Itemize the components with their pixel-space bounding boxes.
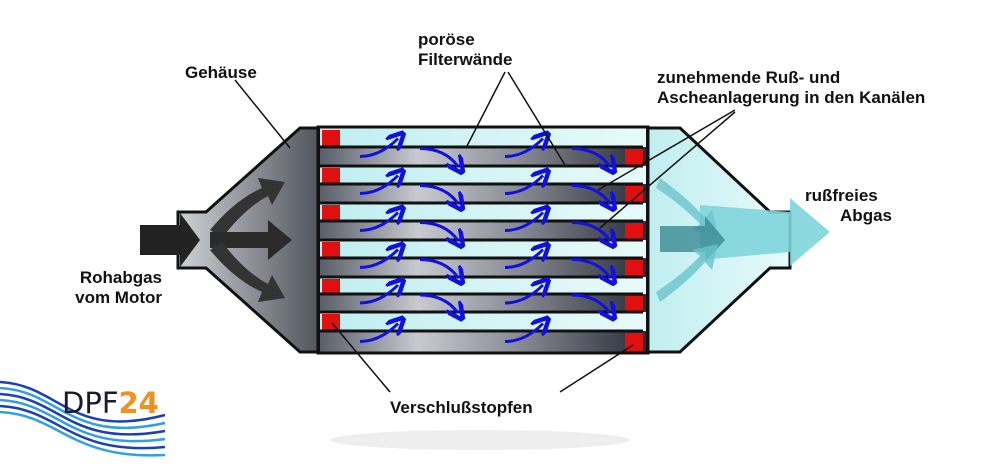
logo-wave [0, 410, 166, 457]
soot-channel [320, 331, 646, 352]
raw-gas-arrow-down [210, 242, 285, 302]
plug-right [625, 260, 643, 276]
logo-wave [0, 392, 166, 436]
gas-flow-arrows [140, 178, 830, 302]
label-deposits-1: zunehmende Ruß- und [657, 68, 841, 87]
raw-gas-arrow-mid [210, 220, 292, 260]
label-raw-gas-2: vom Motor [75, 288, 162, 307]
soot-channel [320, 221, 646, 240]
flow-arrow [419, 147, 458, 167]
label-porous-walls-1: poröse [418, 30, 475, 49]
logo-text-24: 24 [118, 386, 159, 420]
flow-arrow [359, 324, 398, 343]
label-raw-gas-1: Rohabgas [79, 268, 162, 287]
housing-outline [316, 125, 650, 355]
soot-channel [320, 184, 646, 203]
clean-gas-arrow-up [656, 178, 718, 236]
plug-right [625, 149, 643, 165]
soot-channel [320, 294, 646, 312]
raw-gas-arrow [140, 213, 200, 267]
leader-lines [234, 71, 736, 393]
flow-arrow [419, 293, 458, 313]
flow-arrow [504, 213, 543, 232]
clean-gas-arrow [700, 198, 830, 266]
flow-arrow [359, 176, 398, 195]
plug-right [625, 186, 643, 202]
label-clean-gas-2: Abgas [840, 206, 892, 225]
logo-wave [0, 380, 166, 423]
flow-arrow [359, 139, 398, 158]
label-housing: Gehäuse [185, 63, 257, 82]
plug-left [322, 242, 340, 257]
plug-right [625, 223, 643, 239]
flow-arrow [419, 221, 458, 241]
flow-arrow [419, 258, 458, 278]
clean-channel [320, 240, 646, 258]
flow-arrow [504, 324, 543, 343]
flow-arrow [571, 258, 610, 278]
label-clean-gas-1: rußfreies [805, 186, 878, 205]
filter-core [320, 128, 646, 352]
logo-wave [0, 404, 166, 450]
flow-arrow [359, 250, 398, 269]
logo-text-dpf: DPF [62, 386, 119, 420]
clean-gas-arrow-down [656, 244, 718, 302]
label-plugs: Verschlußstopfen [390, 398, 533, 417]
clean-channel [320, 312, 646, 331]
plug-left [322, 205, 340, 220]
dpf24-logo: DPF24 [62, 386, 159, 420]
floor-shadow [330, 430, 630, 450]
plug-left [322, 130, 340, 146]
clean-channel [320, 128, 646, 147]
flow-arrow [571, 184, 610, 204]
raw-gas-arrow-up [210, 178, 285, 238]
flow-arrow [504, 176, 543, 195]
clean-channel [320, 277, 646, 294]
soot-channel [320, 147, 646, 166]
flow-arrow [359, 285, 398, 305]
plug-left [322, 279, 340, 293]
logo-wave [0, 398, 166, 443]
flow-arrow [571, 293, 610, 313]
plug-right [625, 296, 643, 311]
flow-arrow [504, 250, 543, 269]
flow-arrow [504, 139, 543, 158]
flow-arrow [504, 285, 543, 305]
soot-channel [320, 258, 646, 277]
clean-channel [320, 166, 646, 184]
flow-arrow [359, 213, 398, 232]
label-porous-walls-2: Filterwände [418, 50, 513, 69]
plug-left [322, 314, 340, 330]
clean-channel [320, 203, 646, 221]
plug-left [322, 168, 340, 183]
logo-wave [0, 386, 166, 429]
flow-arrow [419, 184, 458, 204]
label-deposits-2: Ascheanlagerung in den Kanälen [657, 88, 926, 107]
logo-waves [0, 380, 166, 457]
flow-arrow [571, 221, 610, 241]
flow-arrow [571, 147, 610, 167]
